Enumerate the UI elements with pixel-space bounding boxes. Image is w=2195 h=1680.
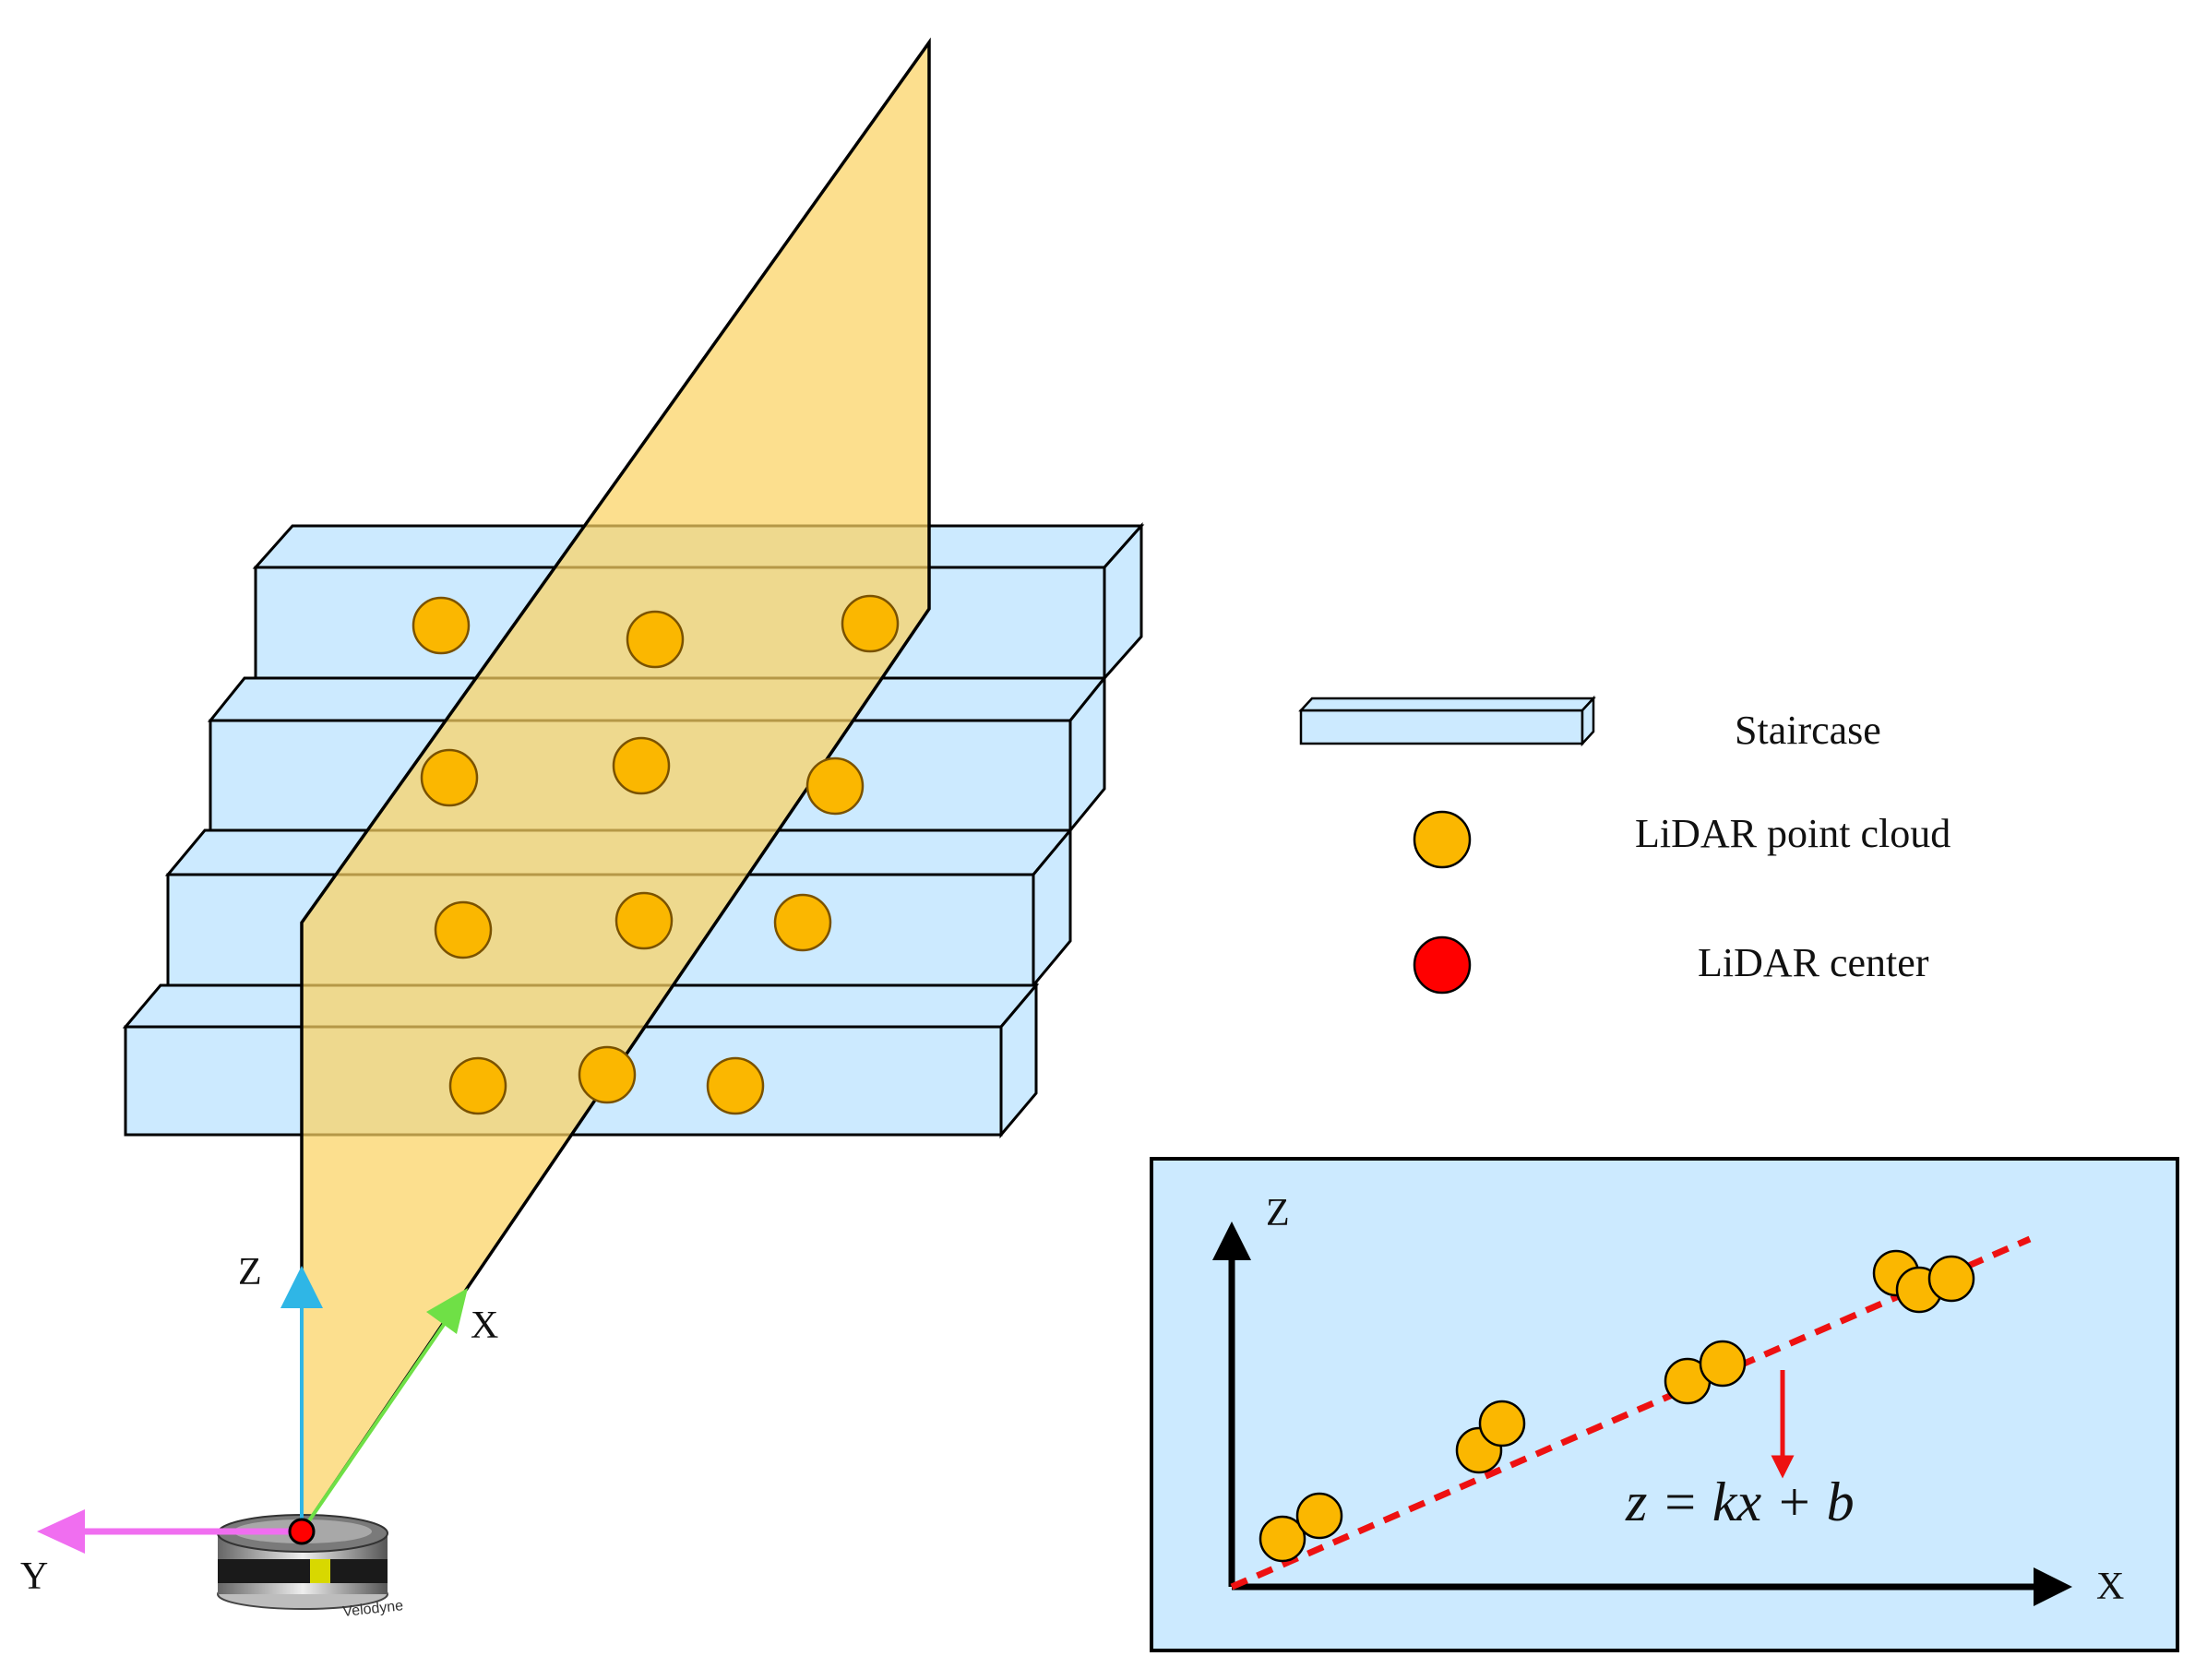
inset-point <box>1295 1492 1343 1540</box>
inset-point <box>1927 1255 1975 1303</box>
lidar-point <box>805 757 865 816</box>
y-axis-label: Y <box>20 1555 48 1598</box>
legend-center-swatch <box>1413 935 1472 995</box>
scan-plane <box>300 37 931 1537</box>
lidar-point <box>841 594 900 653</box>
lidar-point <box>448 1056 507 1115</box>
legend: Staircase LiDAR point cloud LiDAR center <box>1298 695 1950 995</box>
inset-point <box>1259 1515 1306 1563</box>
lidar-point <box>434 900 493 959</box>
sensor-brand-label: Velodyne <box>342 1598 404 1620</box>
inset-frame <box>1150 1157 2179 1652</box>
lidar-point <box>578 1045 637 1104</box>
lidar-point <box>612 736 671 795</box>
legend-point-cloud-swatch <box>1413 810 1472 869</box>
x-axis-arrowhead <box>426 1288 468 1334</box>
y-axis-arrowhead <box>37 1509 85 1554</box>
inset-point <box>1699 1340 1747 1388</box>
z-axis-label: Z <box>238 1251 262 1293</box>
legend-point-cloud-label: LiDAR point cloud <box>1635 811 1950 856</box>
point-cloud <box>412 594 900 1115</box>
fit-equation: z = kx + b <box>1625 1471 1855 1532</box>
lidar-point <box>412 596 471 655</box>
lidar-point <box>773 893 832 952</box>
lidar-point <box>626 610 685 669</box>
line-fit-inset: Z X z = kx + b <box>1150 1157 2179 1652</box>
lidar-point <box>420 748 479 807</box>
inset-z-label: Z <box>1266 1192 1290 1234</box>
fitted-line <box>1230 1235 2032 1591</box>
z-axis-arrowhead <box>280 1266 323 1308</box>
inset-point <box>1478 1400 1526 1448</box>
lidar-point <box>706 1056 765 1115</box>
inset-points <box>1259 1249 1975 1563</box>
lidar-axes: Z X Y <box>20 1251 498 1598</box>
legend-staircase-label: Staircase <box>1735 708 1881 753</box>
lidar-center-point <box>288 1518 316 1545</box>
legend-center-label: LiDAR center <box>1698 940 1929 985</box>
legend-staircase-swatch <box>1298 695 1596 747</box>
x-axis-label: X <box>471 1305 498 1347</box>
lidar-point <box>614 891 674 950</box>
x-axis-line <box>300 1315 451 1533</box>
inset-x-label: X <box>2096 1566 2124 1608</box>
